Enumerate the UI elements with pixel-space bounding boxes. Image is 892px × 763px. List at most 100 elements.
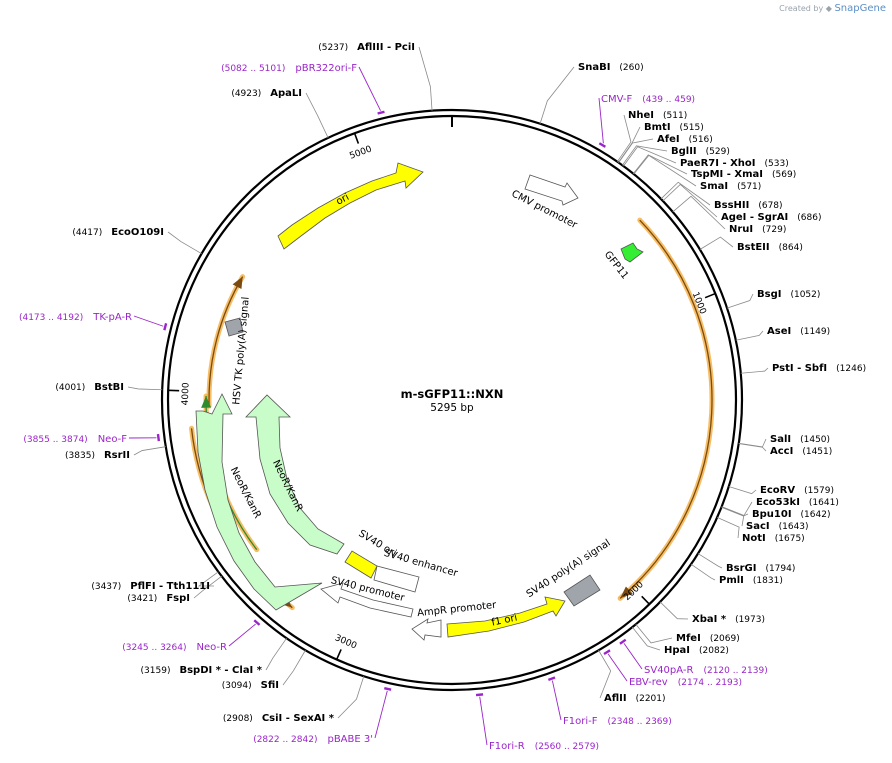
enzyme-pos-bstbi: (4001) — [55, 383, 85, 393]
primer-mark-neo-f — [156, 433, 161, 442]
enzyme-pos-acci: (1451) — [802, 447, 832, 457]
enzyme-name-pflfi-tth111i: PflFI - Tth111I — [130, 581, 210, 592]
enzyme-pos-noti: (1675) — [775, 534, 805, 544]
enzyme-leader-line — [697, 553, 723, 569]
primer-range-pbr322ori-f: (5082 .. 5101) — [221, 64, 285, 74]
feature-label-hsv-tk-poly-a-signal-3: HSV TK poly(A) signal — [231, 296, 251, 405]
enzyme-name-mfei: MfeI — [676, 633, 701, 644]
enzyme-leader-line — [662, 183, 718, 218]
enzyme-name-csii-sexai: CsiI - SexAI * — [262, 713, 335, 724]
primer-mark-f1ori-f — [547, 676, 556, 681]
feature-label-f1-ori-10: f1 ori — [491, 612, 519, 628]
enzyme-leader-line — [621, 145, 668, 166]
primer-range-neo-f: (3855 .. 3874) — [23, 435, 87, 445]
enzyme-leader-line — [598, 650, 612, 699]
enzyme-pos-rsrii: (3835) — [65, 451, 95, 461]
primer-range-sv40pa-r: (2120 .. 2139) — [703, 666, 767, 676]
backbone-outer-circle — [160, 108, 744, 692]
enzyme-name-asei: AseI — [767, 326, 791, 337]
enzyme-pos-eco53ki: (1641) — [809, 498, 839, 508]
enzyme-pos-sfii: (3094) — [222, 681, 252, 691]
primer-name-neo-r: Neo-R — [197, 642, 228, 653]
enzyme-leader-line — [127, 386, 163, 391]
enzyme-leader-line — [738, 443, 767, 452]
primer-name-f1ori-r: F1ori-R — [489, 741, 525, 752]
enzyme-leader-line — [690, 563, 716, 581]
enzyme-leader-line — [672, 195, 726, 230]
enzyme-name-agei-sgrai: AgeI - SgrAI — [721, 212, 788, 223]
enzyme-pos-mfei: (2069) — [710, 634, 740, 644]
enzyme-leader-line — [717, 517, 740, 539]
enzyme-pos-afliii-pcii: (5237) — [318, 43, 348, 53]
enzyme-pos-hpai: (2082) — [699, 646, 729, 656]
primer-name-neo-f: Neo-F — [98, 434, 128, 445]
primer-name-f1ori-f: F1ori-F — [563, 716, 598, 727]
feature-cmv-promoter — [524, 174, 579, 206]
orf-arc-upper-left-arrow — [232, 276, 243, 290]
enzyme-name-sali: SalI — [770, 434, 791, 445]
enzyme-leader-line — [337, 676, 365, 719]
enzyme-leader-line — [193, 575, 222, 599]
feature-f1-ori — [446, 596, 566, 638]
enzyme-leader-line — [305, 92, 329, 138]
snapgene-logo-icon: ◆ — [825, 4, 832, 13]
primer-leader-line — [479, 696, 488, 746]
enzyme-pos-pmli: (1831) — [753, 576, 783, 586]
primer-range-cmv-f: (439 .. 459) — [642, 95, 695, 105]
primer-range-neo-r: (3245 .. 3264) — [122, 643, 186, 653]
enzyme-name-bspdi-clai: BspDI * - ClaI * — [179, 665, 262, 676]
enzyme-name-ecorv: EcoRV — [760, 485, 795, 496]
enzyme-name-bglii: BglII — [671, 146, 697, 157]
primer-mark-neo-r — [253, 619, 261, 626]
primer-leader-line — [374, 690, 388, 739]
enzyme-pos-ecorv: (1579) — [804, 486, 834, 496]
primer-mark-cmv-f — [598, 142, 606, 148]
primer-leader-line — [133, 315, 164, 327]
enzyme-pos-fspi: (3421) — [127, 594, 157, 604]
enzyme-leader-line — [740, 367, 769, 374]
feature-label-ori-0: ori — [334, 192, 351, 208]
enzyme-pos-aflii: (2201) — [636, 694, 666, 704]
enzyme-pos-bsteii: (864) — [779, 243, 803, 253]
enzyme-pos-smai: (571) — [737, 182, 761, 192]
orf-arc-upper-left-line — [208, 276, 244, 407]
enzyme-leader-line — [735, 330, 764, 341]
primer-range-tk-pa-r: (4173 .. 4192) — [19, 313, 83, 323]
enzyme-pos-bglii: (529) — [706, 147, 730, 157]
scale-tick — [704, 292, 716, 299]
enzyme-name-snabi: SnaBI — [578, 62, 610, 73]
primer-leader-line — [228, 623, 256, 647]
scale-label-2000: 2000 — [622, 580, 646, 603]
enzyme-name-ecoo109i: EcoO109I — [111, 227, 164, 238]
enzyme-name-hpai: HpaI — [664, 645, 690, 656]
enzyme-leader-line — [265, 637, 287, 671]
primer-mark-pbr322ori-f — [377, 110, 385, 115]
primer-name-sv40pa-r: SV40pA-R — [644, 665, 693, 676]
enzyme-pos-psti-sbfi: (1246) — [836, 364, 866, 374]
enzyme-leader-line — [539, 66, 575, 124]
enzyme-name-bsgi: BsgI — [757, 289, 781, 300]
enzyme-name-paer7i-xhoi: PaeR7I - XhoI — [680, 158, 756, 169]
enzyme-leader-line — [167, 231, 202, 255]
plasmid-length: 5295 bp — [430, 402, 474, 414]
enzyme-name-acci: AccI — [770, 446, 793, 457]
enzyme-leader-line — [728, 486, 757, 495]
feature-ori — [277, 162, 424, 250]
enzyme-name-psti-sbfi: PstI - SbfI — [772, 363, 827, 374]
primer-leader-line — [607, 653, 628, 682]
enzyme-name-eco53ki: Eco53kI — [756, 497, 800, 508]
enzyme-pos-snabi: (260) — [619, 63, 643, 73]
enzyme-pos-bmti: (515) — [680, 123, 704, 133]
enzyme-name-nrui: NruI — [729, 224, 753, 235]
enzyme-pos-ecoo109i: (4417) — [72, 228, 102, 238]
enzyme-name-tspmi-xmai: TspMI - XmaI — [691, 169, 763, 180]
feature-ampr-promoter — [411, 618, 442, 641]
primer-name-tk-pa-r: TK-pA-R — [92, 312, 132, 323]
primer-name-cmv-f: CMV-F — [601, 94, 632, 105]
primer-name-ebv-rev: EBV-rev — [629, 677, 668, 688]
primer-leader-line — [551, 680, 562, 721]
primer-range-pbabe-3: (2822 .. 2842) — [253, 735, 317, 745]
scale-label-3000: 3000 — [333, 633, 358, 652]
primer-mark-tk-pa-r — [163, 323, 168, 331]
